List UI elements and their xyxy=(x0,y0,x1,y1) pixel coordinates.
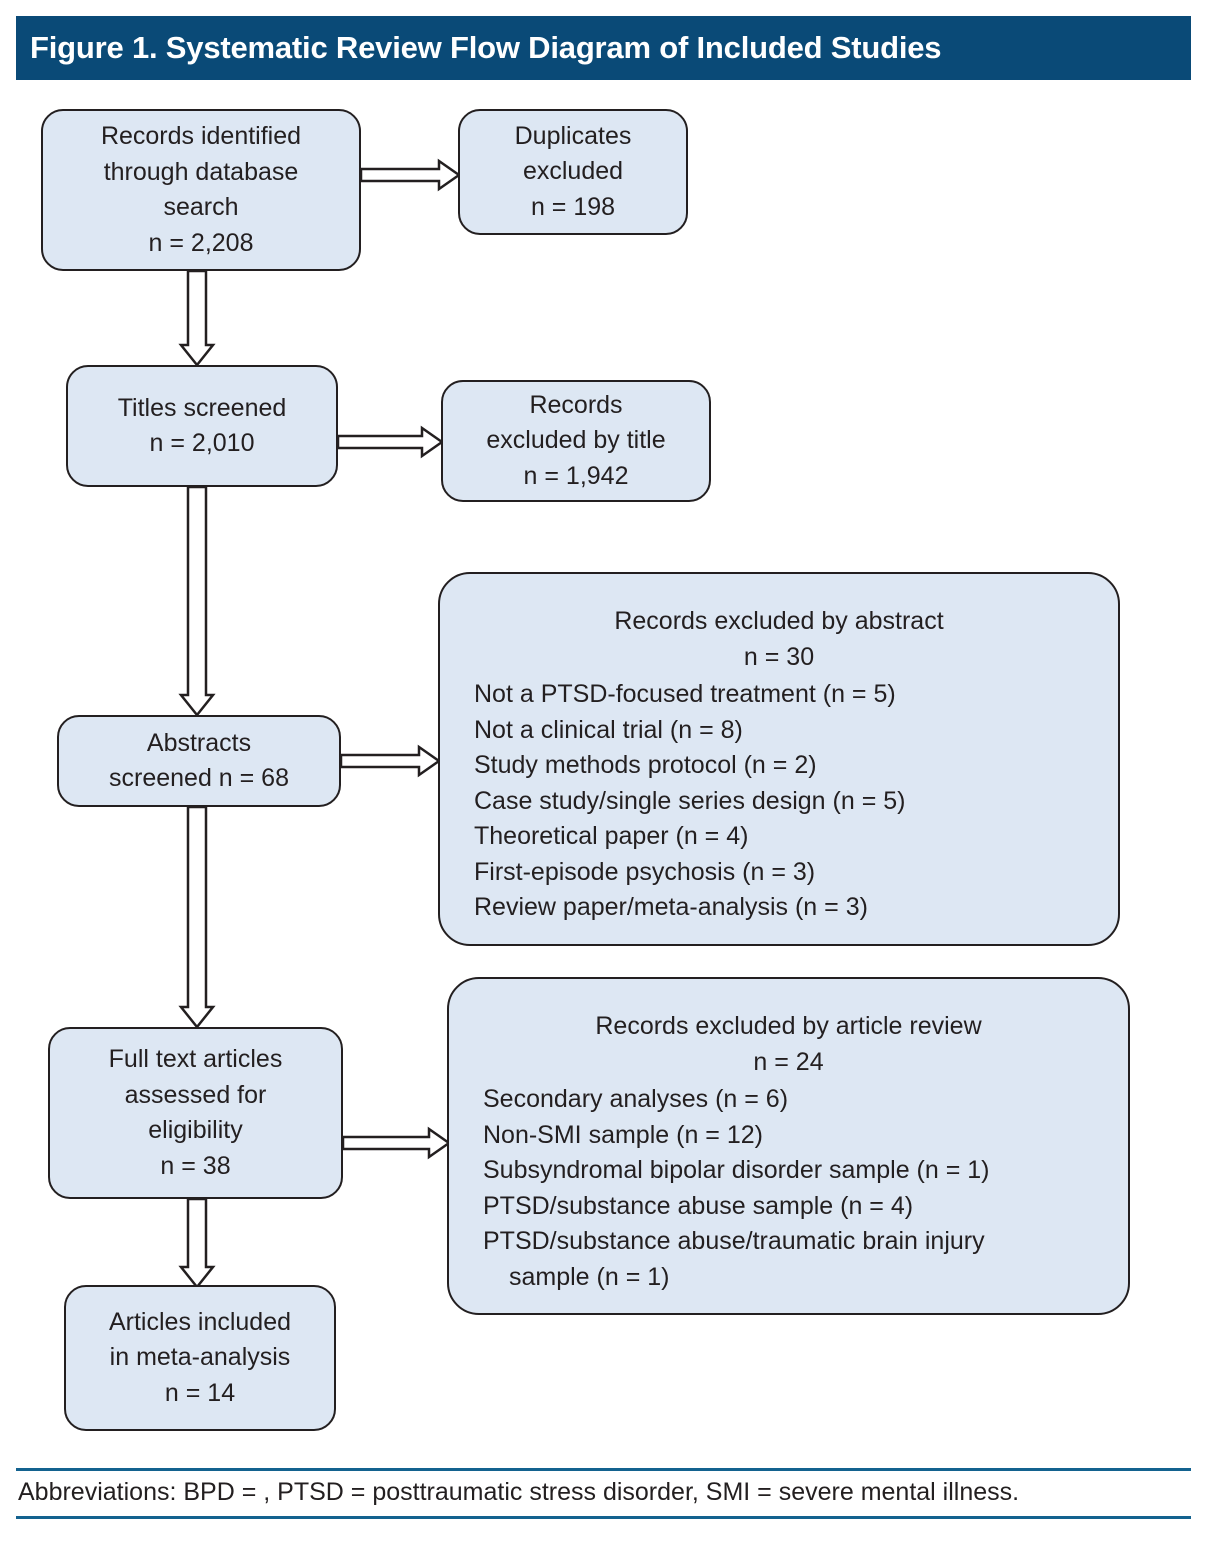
node-heading: Records excluded by article review xyxy=(595,1012,982,1040)
arrow-titles-to-abstracts xyxy=(178,485,216,718)
exclusion-reason-list: Not a PTSD-focused treatment (n = 5) Not… xyxy=(440,677,905,926)
node-line: excluded by title xyxy=(486,426,666,455)
exclusion-reason: sample (n = 1) xyxy=(509,1262,670,1291)
node-line: Titles screened xyxy=(117,393,287,422)
node-line: in meta-analysis xyxy=(109,1343,291,1372)
node-heading: Records excluded by abstract xyxy=(614,607,944,635)
arrow-fulltext-to-excluded-article xyxy=(341,1126,452,1160)
node-records-excluded-by-abstract: Records excluded by abstract n = 30 Not … xyxy=(438,572,1120,946)
node-line: Records xyxy=(529,390,623,419)
exclusion-reason: Non-SMI sample (n = 12) xyxy=(483,1120,763,1149)
exclusion-reason: Case study/single series design (n = 5) xyxy=(474,786,906,815)
node-abstracts-screened: Abstracts screened n = 68 xyxy=(57,715,341,807)
node-line: excluded xyxy=(522,157,624,186)
exclusion-reason: Not a clinical trial (n = 8) xyxy=(474,715,743,744)
arrow-records-to-titles xyxy=(178,269,216,368)
exclusion-reason: Review paper/meta-analysis (n = 3) xyxy=(474,893,868,921)
abbreviations-footnote: Abbreviations: BPD = , PTSD = posttrauma… xyxy=(16,1468,1191,1519)
node-line: Full text articles xyxy=(108,1045,283,1073)
node-records-identified: Records identified through database sear… xyxy=(41,109,361,271)
node-line: screened n = 68 xyxy=(109,764,289,792)
node-records-excluded-by-article-review: Records excluded by article review n = 2… xyxy=(447,977,1130,1315)
exclusion-reason: Theoretical paper (n = 4) xyxy=(474,822,749,850)
exclusion-reason: PTSD/substance abuse/traumatic brain inj… xyxy=(483,1227,985,1255)
figure-title-bar: Figure 1. Systematic Review Flow Diagram… xyxy=(16,16,1191,80)
node-line: Articles included xyxy=(108,1307,292,1336)
arrow-abstracts-to-fulltext xyxy=(178,805,216,1030)
node-line: n = 2,010 xyxy=(149,429,255,457)
exclusion-reason: Not a PTSD-focused treatment (n = 5) xyxy=(474,680,896,708)
arrow-records-to-duplicates xyxy=(359,158,462,192)
node-titles-screened: Titles screened n = 2,010 xyxy=(66,365,338,487)
node-line: eligibility xyxy=(148,1116,243,1144)
node-line: n = 198 xyxy=(530,192,616,221)
arrow-fulltext-to-included xyxy=(178,1197,216,1290)
page-title: Figure 1. Systematic Review Flow Diagram… xyxy=(30,30,942,65)
node-count: n = 24 xyxy=(753,1047,824,1076)
node-line: n = 38 xyxy=(160,1151,231,1180)
node-line: n = 14 xyxy=(164,1378,236,1407)
exclusion-reason: Study methods protocol (n = 2) xyxy=(474,751,817,779)
node-articles-included: Articles included in meta-analysis n = 1… xyxy=(64,1285,336,1431)
footnote-text: Abbreviations: BPD = , PTSD = posttrauma… xyxy=(18,1478,1020,1506)
node-line: search xyxy=(163,193,239,221)
exclusion-reason: Subsyndromal bipolar disorder sample (n … xyxy=(483,1156,990,1184)
node-line: Abstracts xyxy=(146,728,252,757)
arrow-abstracts-to-excluded-abstract xyxy=(339,744,442,778)
node-full-text-assessed: Full text articles assessed for eligibil… xyxy=(48,1027,343,1199)
arrow-titles-to-excluded-title xyxy=(336,425,445,459)
node-line: assessed for xyxy=(124,1080,267,1109)
node-line: n = 1,942 xyxy=(523,461,629,490)
node-count: n = 30 xyxy=(743,642,815,671)
node-records-excluded-by-title: Records excluded by title n = 1,942 xyxy=(441,380,711,502)
exclusion-reason: First-episode psychosis (n = 3) xyxy=(474,857,816,886)
node-line: through database xyxy=(103,157,299,186)
node-line: Records identified xyxy=(100,122,302,150)
node-line: Duplicates xyxy=(514,121,632,150)
node-line: n = 2,208 xyxy=(148,228,254,257)
exclusion-reason: Secondary analyses (n = 6) xyxy=(483,1085,789,1113)
exclusion-reason: PTSD/substance abuse sample (n = 4) xyxy=(483,1191,914,1220)
node-duplicates-excluded: Duplicates excluded n = 198 xyxy=(458,109,688,235)
exclusion-reason-list: Secondary analyses (n = 6) Non-SMI sampl… xyxy=(449,1082,990,1295)
